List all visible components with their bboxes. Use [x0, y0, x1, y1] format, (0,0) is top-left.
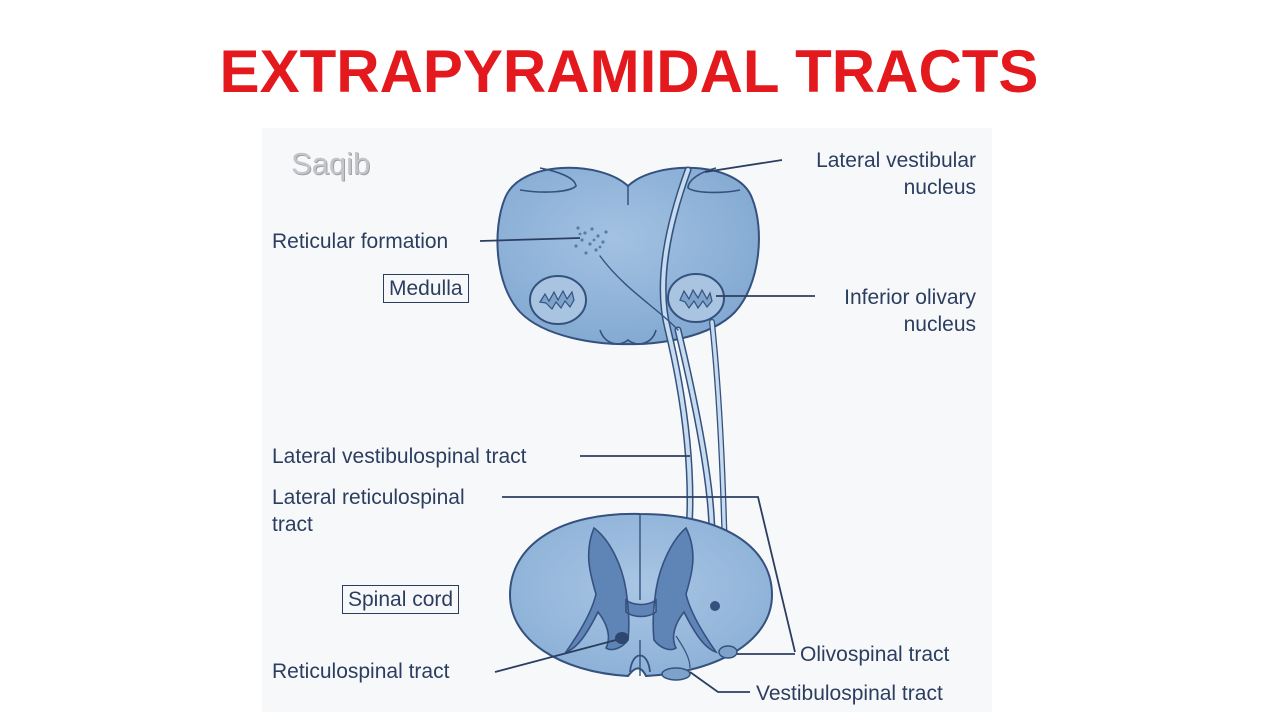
vestibular-nucleus-left: [519, 167, 577, 193]
reticular-formation-dots: [574, 226, 608, 255]
page-title: EXTRAPYRAMIDAL TRACTS: [219, 38, 1039, 105]
label-lateral-reticulospinal-tract: Lateral reticulospinal tract: [272, 486, 465, 536]
reticulospinal-termination: [615, 632, 629, 644]
label-reticulospinal-tract: Reticulospinal tract: [272, 660, 450, 683]
ventral-horn-fibers: [675, 635, 691, 669]
medulla-pyramids: [599, 329, 657, 345]
label-medulla: Medulla: [383, 274, 469, 303]
lateral-reticulospinal-termination: [710, 601, 720, 611]
spinal-cord-section: [508, 512, 774, 678]
watermark-text: Saqib: [291, 146, 371, 181]
vestibulospinal-termination: [661, 667, 691, 681]
spinal-gray-matter: [563, 526, 719, 654]
label-reticular-formation: Reticular formation: [272, 230, 449, 253]
label-lateral-vestibular-nucleus: Lateral vestibular nucleus: [816, 149, 976, 199]
vestibular-nucleus-right: [687, 167, 741, 194]
olivospinal-termination: [718, 645, 738, 659]
leader-lines: [479, 159, 815, 693]
label-spinal-cord: Spinal cord: [342, 585, 460, 614]
olivary-nucleus-right: [667, 273, 725, 323]
spinal-anterior-fissure: [629, 654, 651, 673]
label-olivospinal-tract: Olivospinal tract: [800, 643, 950, 666]
olivary-nucleus-left: [529, 275, 587, 325]
label-inferior-olivary-nucleus: Inferior olivary nucleus: [844, 286, 976, 336]
label-vestibulospinal-tract: Vestibulospinal tract: [756, 682, 943, 705]
label-lateral-vestibulospinal-tract: Lateral vestibulospinal tract: [272, 445, 527, 468]
